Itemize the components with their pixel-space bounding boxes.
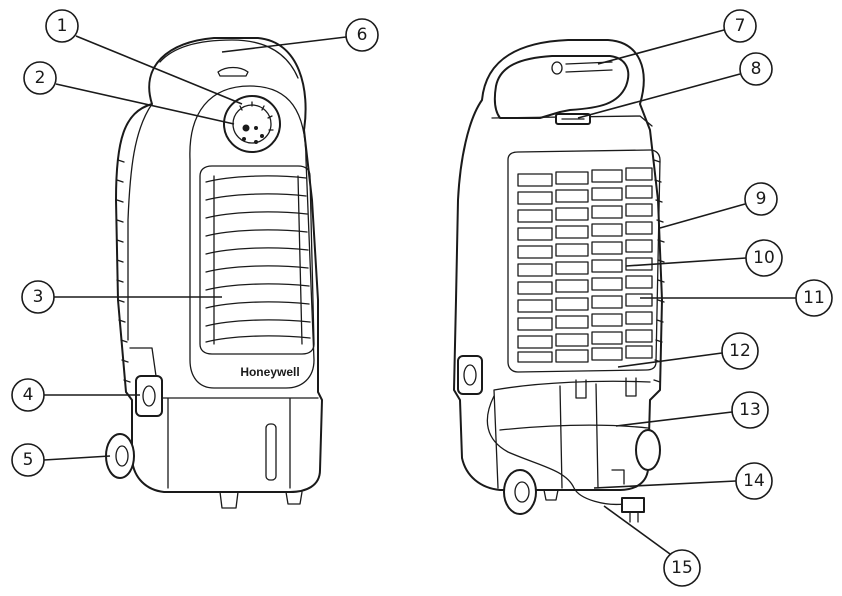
callouts: 1 2 3 4 5 6 7 8 9 10: [11, 9, 833, 587]
callout-6-circle: [345, 18, 379, 52]
speed-button-icon: [254, 126, 258, 130]
callout-11-circle: [795, 279, 833, 317]
back-castor-wheel-right: [635, 429, 661, 471]
water-level-window: [265, 423, 277, 481]
callout-1-label: 1: [57, 16, 68, 36]
water-level-knob-center: [142, 385, 156, 407]
callout-9-label: 9: [756, 189, 767, 209]
callout-12-circle: [721, 332, 759, 370]
handle-opening: [493, 55, 630, 119]
callout-10-leader: [625, 257, 747, 267]
callout-1-leader: [75, 35, 243, 105]
power-plug: [621, 497, 645, 523]
power-button-icon: [242, 124, 250, 132]
callout-9-circle: [744, 182, 778, 216]
callout-5-circle: [11, 443, 45, 477]
callout-7-label: 7: [735, 16, 746, 36]
callout-13-leader: [615, 411, 733, 427]
dial-tick-marks: [239, 101, 274, 131]
callout-6-label: 6: [357, 25, 368, 45]
callout-7-circle: [723, 9, 757, 43]
callout-8-leader: [577, 73, 741, 119]
back-castor-foot: [543, 489, 559, 501]
cord-hook: [611, 469, 625, 485]
rear-grille: [517, 167, 653, 363]
callout-12-label: 12: [729, 341, 751, 361]
mode-button-icon: [260, 134, 264, 138]
callout-11-label: 11: [803, 288, 825, 308]
front-castor-wheel-left-hub: [115, 445, 129, 467]
callout-14-label: 14: [743, 471, 765, 491]
front-side-recess: [129, 347, 157, 377]
front-face-panel: [189, 85, 315, 389]
front-view: Honeywell: [105, 37, 323, 509]
control-panel-dial: [223, 95, 281, 153]
timer-button-icon: [242, 137, 246, 141]
water-tank: [493, 380, 651, 489]
water-level-knob: [135, 375, 163, 417]
swing-button-icon: [254, 140, 258, 144]
front-top-cap: [159, 39, 299, 79]
callout-15-label: 15: [671, 558, 693, 578]
front-side-ribs: [116, 159, 131, 383]
front-body: [115, 37, 323, 493]
callout-5-leader: [43, 455, 111, 461]
callout-8-circle: [739, 52, 773, 86]
callout-2-label: 2: [35, 68, 46, 88]
front-side-panel: [127, 103, 153, 341]
callout-6-leader: [221, 36, 347, 53]
callout-3-circle: [21, 280, 55, 314]
callout-2-leader: [55, 83, 235, 125]
callout-10-label: 10: [753, 248, 775, 268]
callout-5-label: 5: [23, 450, 34, 470]
callout-14-leader: [593, 480, 737, 489]
callout-15-circle: [663, 549, 701, 587]
brand-logo: Honeywell: [240, 365, 299, 379]
back-water-knob: [457, 355, 483, 395]
front-louvers: [205, 175, 311, 345]
callout-14-circle: [735, 462, 773, 500]
back-castor-wheel-left-hub: [514, 481, 530, 503]
callout-15-leader: [603, 505, 671, 555]
callout-1-circle: [45, 9, 79, 43]
callout-9-leader: [659, 203, 746, 229]
callout-4-circle: [11, 378, 45, 412]
callout-13-circle: [731, 391, 769, 429]
power-cord: [486, 395, 625, 506]
callout-2-circle: [23, 61, 57, 95]
front-top-handle: [217, 66, 249, 77]
top-shelf: [491, 115, 653, 127]
callout-13-label: 13: [739, 400, 761, 420]
back-castor-wheel-left: [503, 469, 537, 515]
front-castor-wheel-left: [105, 433, 135, 479]
callout-4-label: 4: [23, 385, 34, 405]
back-body: [453, 39, 663, 491]
louver-frame: [199, 165, 315, 355]
tank-bottom: [499, 424, 649, 431]
handle-screw: [551, 61, 563, 75]
back-water-knob-center: [463, 364, 477, 386]
back-view: [453, 39, 665, 523]
front-tank: [141, 397, 319, 489]
callout-12-leader: [617, 352, 723, 368]
callout-10-circle: [745, 239, 783, 277]
callout-7-leader: [597, 29, 725, 65]
front-castor-foot: [219, 491, 303, 509]
callout-8-label: 8: [751, 59, 762, 79]
tank-clips: [575, 377, 637, 399]
callout-3-label: 3: [33, 287, 44, 307]
